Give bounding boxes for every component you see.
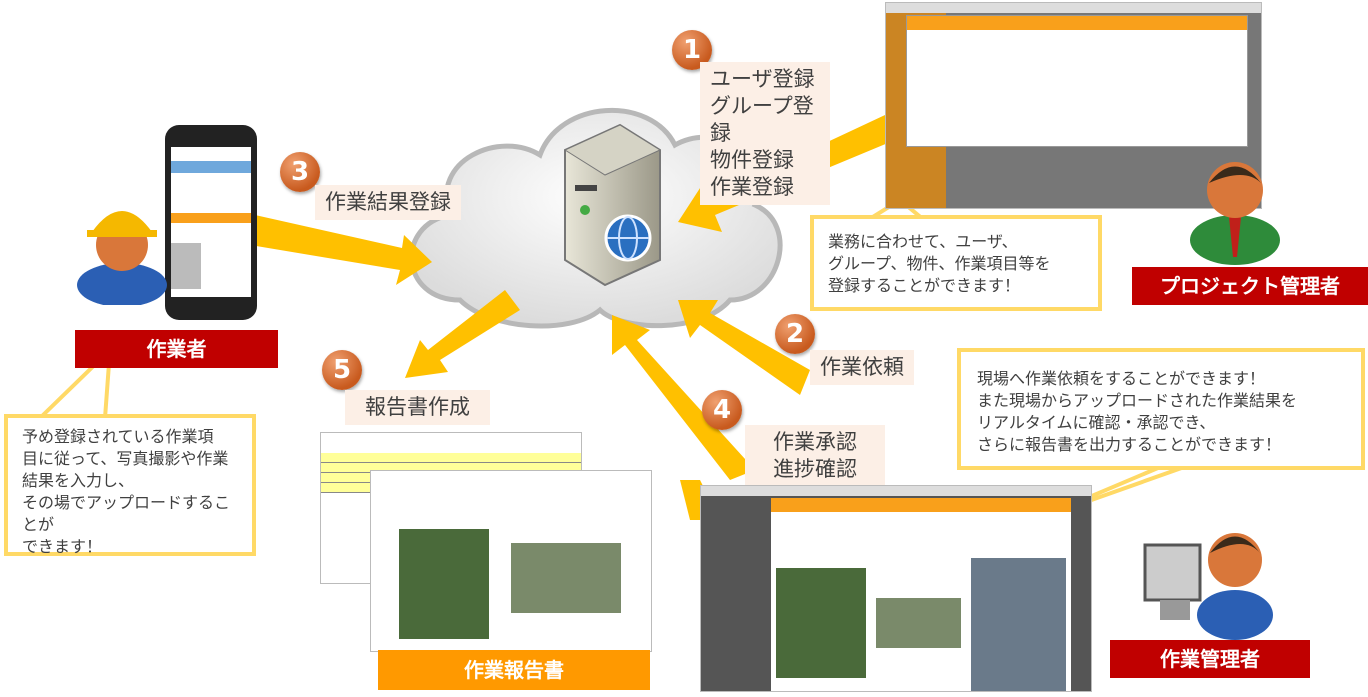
server-icon <box>563 123 662 287</box>
arrow-step5 <box>405 290 520 378</box>
smartphone <box>165 125 257 320</box>
project-manager-callout: 業務に合わせて、ユーザ、 グループ、物件、作業項目等を 登録することができます！ <box>810 215 1102 311</box>
step-1-line: ユーザ登録 <box>710 67 815 91</box>
worker-role-label: 作業者 <box>75 330 278 368</box>
worker-avatar-icon <box>77 211 167 305</box>
admin-screenshot <box>885 2 1262 209</box>
arrow-step3 <box>250 215 432 285</box>
step-5-badge: 5 <box>322 350 362 390</box>
project-manager-avatar-icon <box>1190 162 1280 265</box>
step-3-label: 作業結果登録 <box>315 185 461 220</box>
step-4-line: 進捗確認 <box>773 457 857 481</box>
report-label: 作業報告書 <box>378 650 650 690</box>
work-manager-role-label: 作業管理者 <box>1110 640 1310 678</box>
worker-callout: 予め登録されている作業項 目に従って、写真撮影や作業 結果を入力し、 その場でア… <box>4 414 256 556</box>
manager-screenshot <box>700 485 1092 692</box>
project-manager-role-label: プロジェクト管理者 <box>1132 267 1368 305</box>
step-4-badge: 4 <box>702 390 742 430</box>
step-1-label: ユーザ登録 グループ登録 物件登録 作業登録 <box>700 62 830 205</box>
report-sheet-front <box>370 470 652 652</box>
step-1-line: 物件登録 <box>710 148 794 172</box>
step-4-label: 作業承認 進捗確認 <box>745 425 885 487</box>
work-manager-callout: 現場へ作業依頼をすることができます！ また現場からアップロードされた作業結果を … <box>957 348 1365 470</box>
arrow-step2 <box>678 300 810 395</box>
step-2-badge: 2 <box>775 314 815 354</box>
step-2-label: 作業依頼 <box>810 350 914 385</box>
step-3-badge: 3 <box>280 152 320 192</box>
globe-icon <box>604 214 652 262</box>
step-5-label: 報告書作成 <box>345 390 490 425</box>
arrow-step4 <box>612 315 755 480</box>
step-4-line: 作業承認 <box>773 430 857 454</box>
step-1-line: グループ登録 <box>710 94 814 145</box>
work-manager-avatar-icon <box>1143 533 1273 640</box>
step-1-line: 作業登録 <box>710 175 794 199</box>
